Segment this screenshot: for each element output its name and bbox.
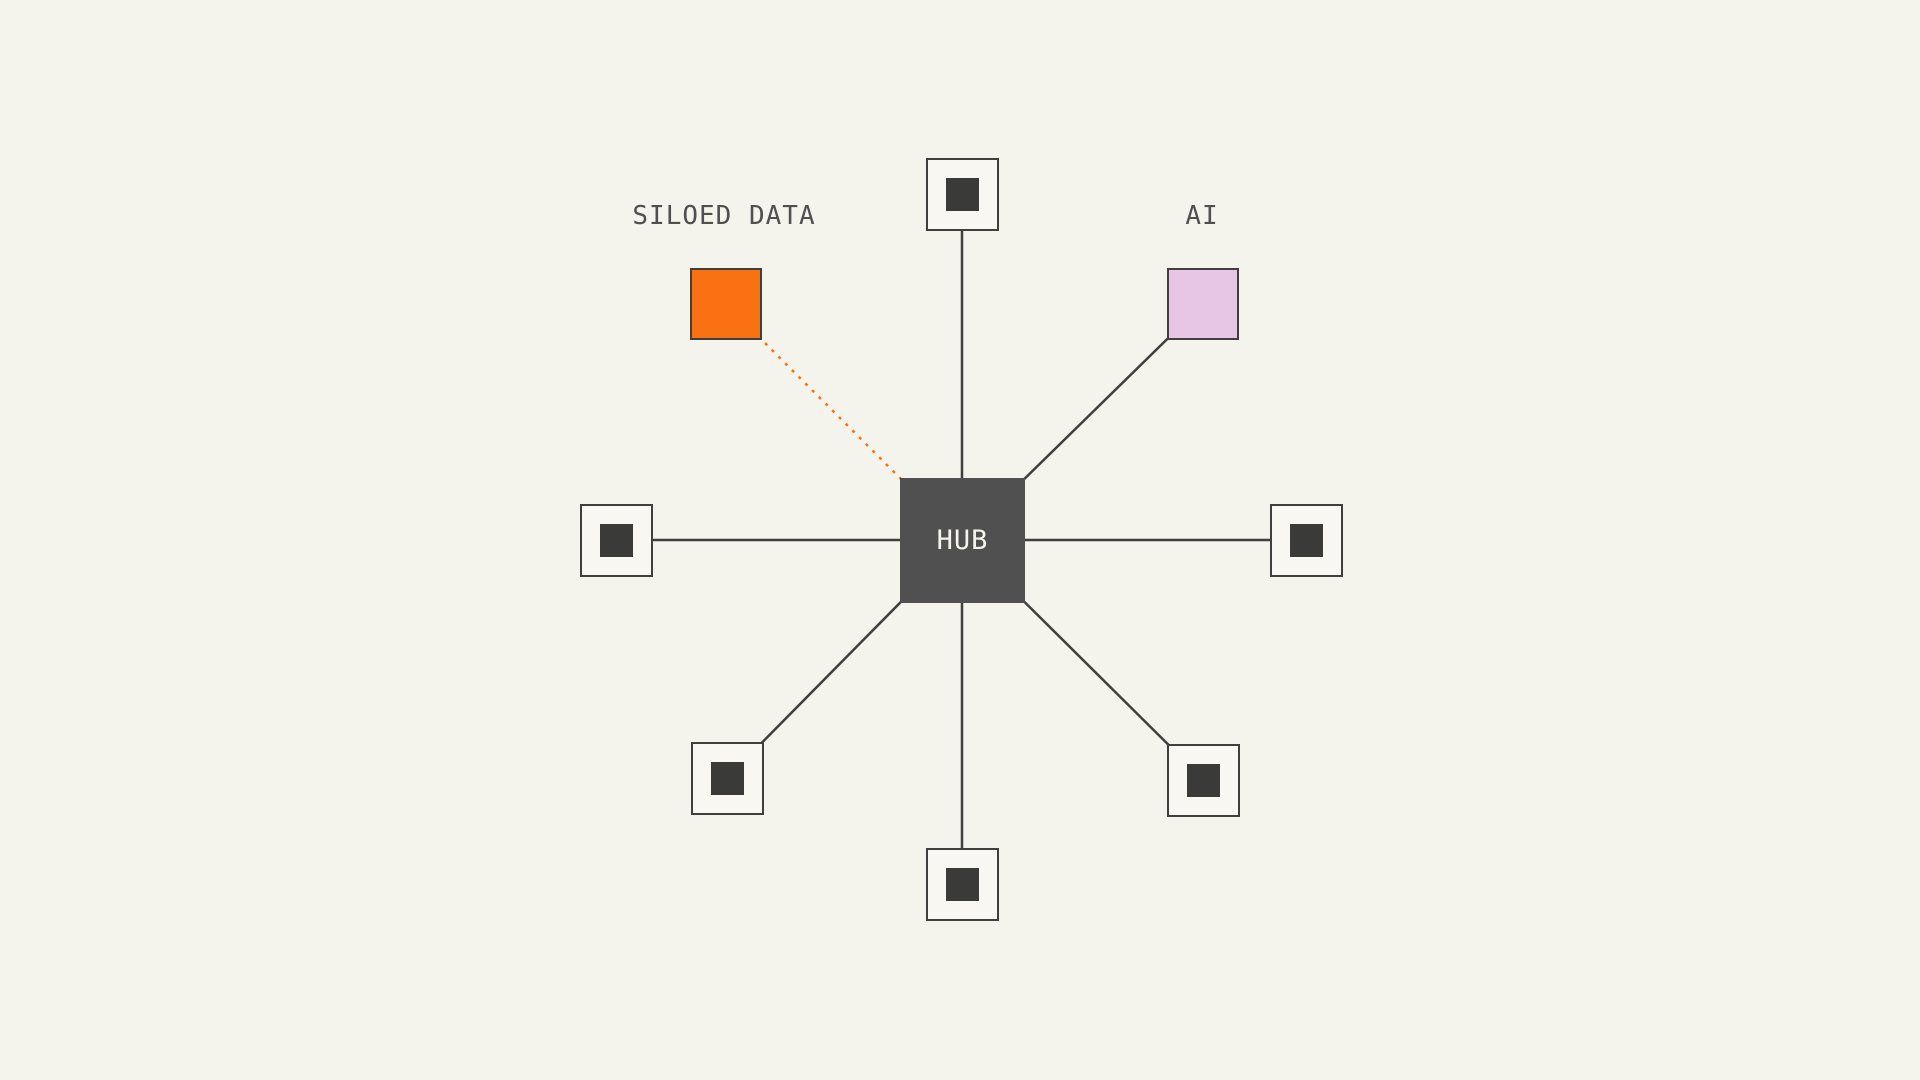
hub-label: HUB <box>936 525 989 556</box>
spoke-node-bottom-left-inner-square <box>711 762 744 795</box>
spoke-node-bottom-right-inner-square <box>1187 764 1220 797</box>
spoke-node-bottom <box>926 848 999 921</box>
ai-node <box>1167 268 1239 340</box>
spoke-node-top-inner-square <box>946 178 979 211</box>
spoke-node-bottom-left <box>691 742 764 815</box>
ai-label: AI <box>1185 201 1219 231</box>
spoke-node-bottom-inner-square <box>946 868 979 901</box>
spoke-node-top <box>926 158 999 231</box>
siloed-data-label: SILOED DATA <box>632 201 816 231</box>
hub-node: HUB <box>900 478 1025 603</box>
connector-hub-siloed-data-dotted <box>725 303 963 541</box>
spoke-node-left-inner-square <box>600 524 633 557</box>
siloed-data-node <box>690 268 762 340</box>
spoke-node-right <box>1270 504 1343 577</box>
spoke-node-bottom-right <box>1167 744 1240 817</box>
spoke-node-left <box>580 504 653 577</box>
spoke-node-right-inner-square <box>1290 524 1323 557</box>
